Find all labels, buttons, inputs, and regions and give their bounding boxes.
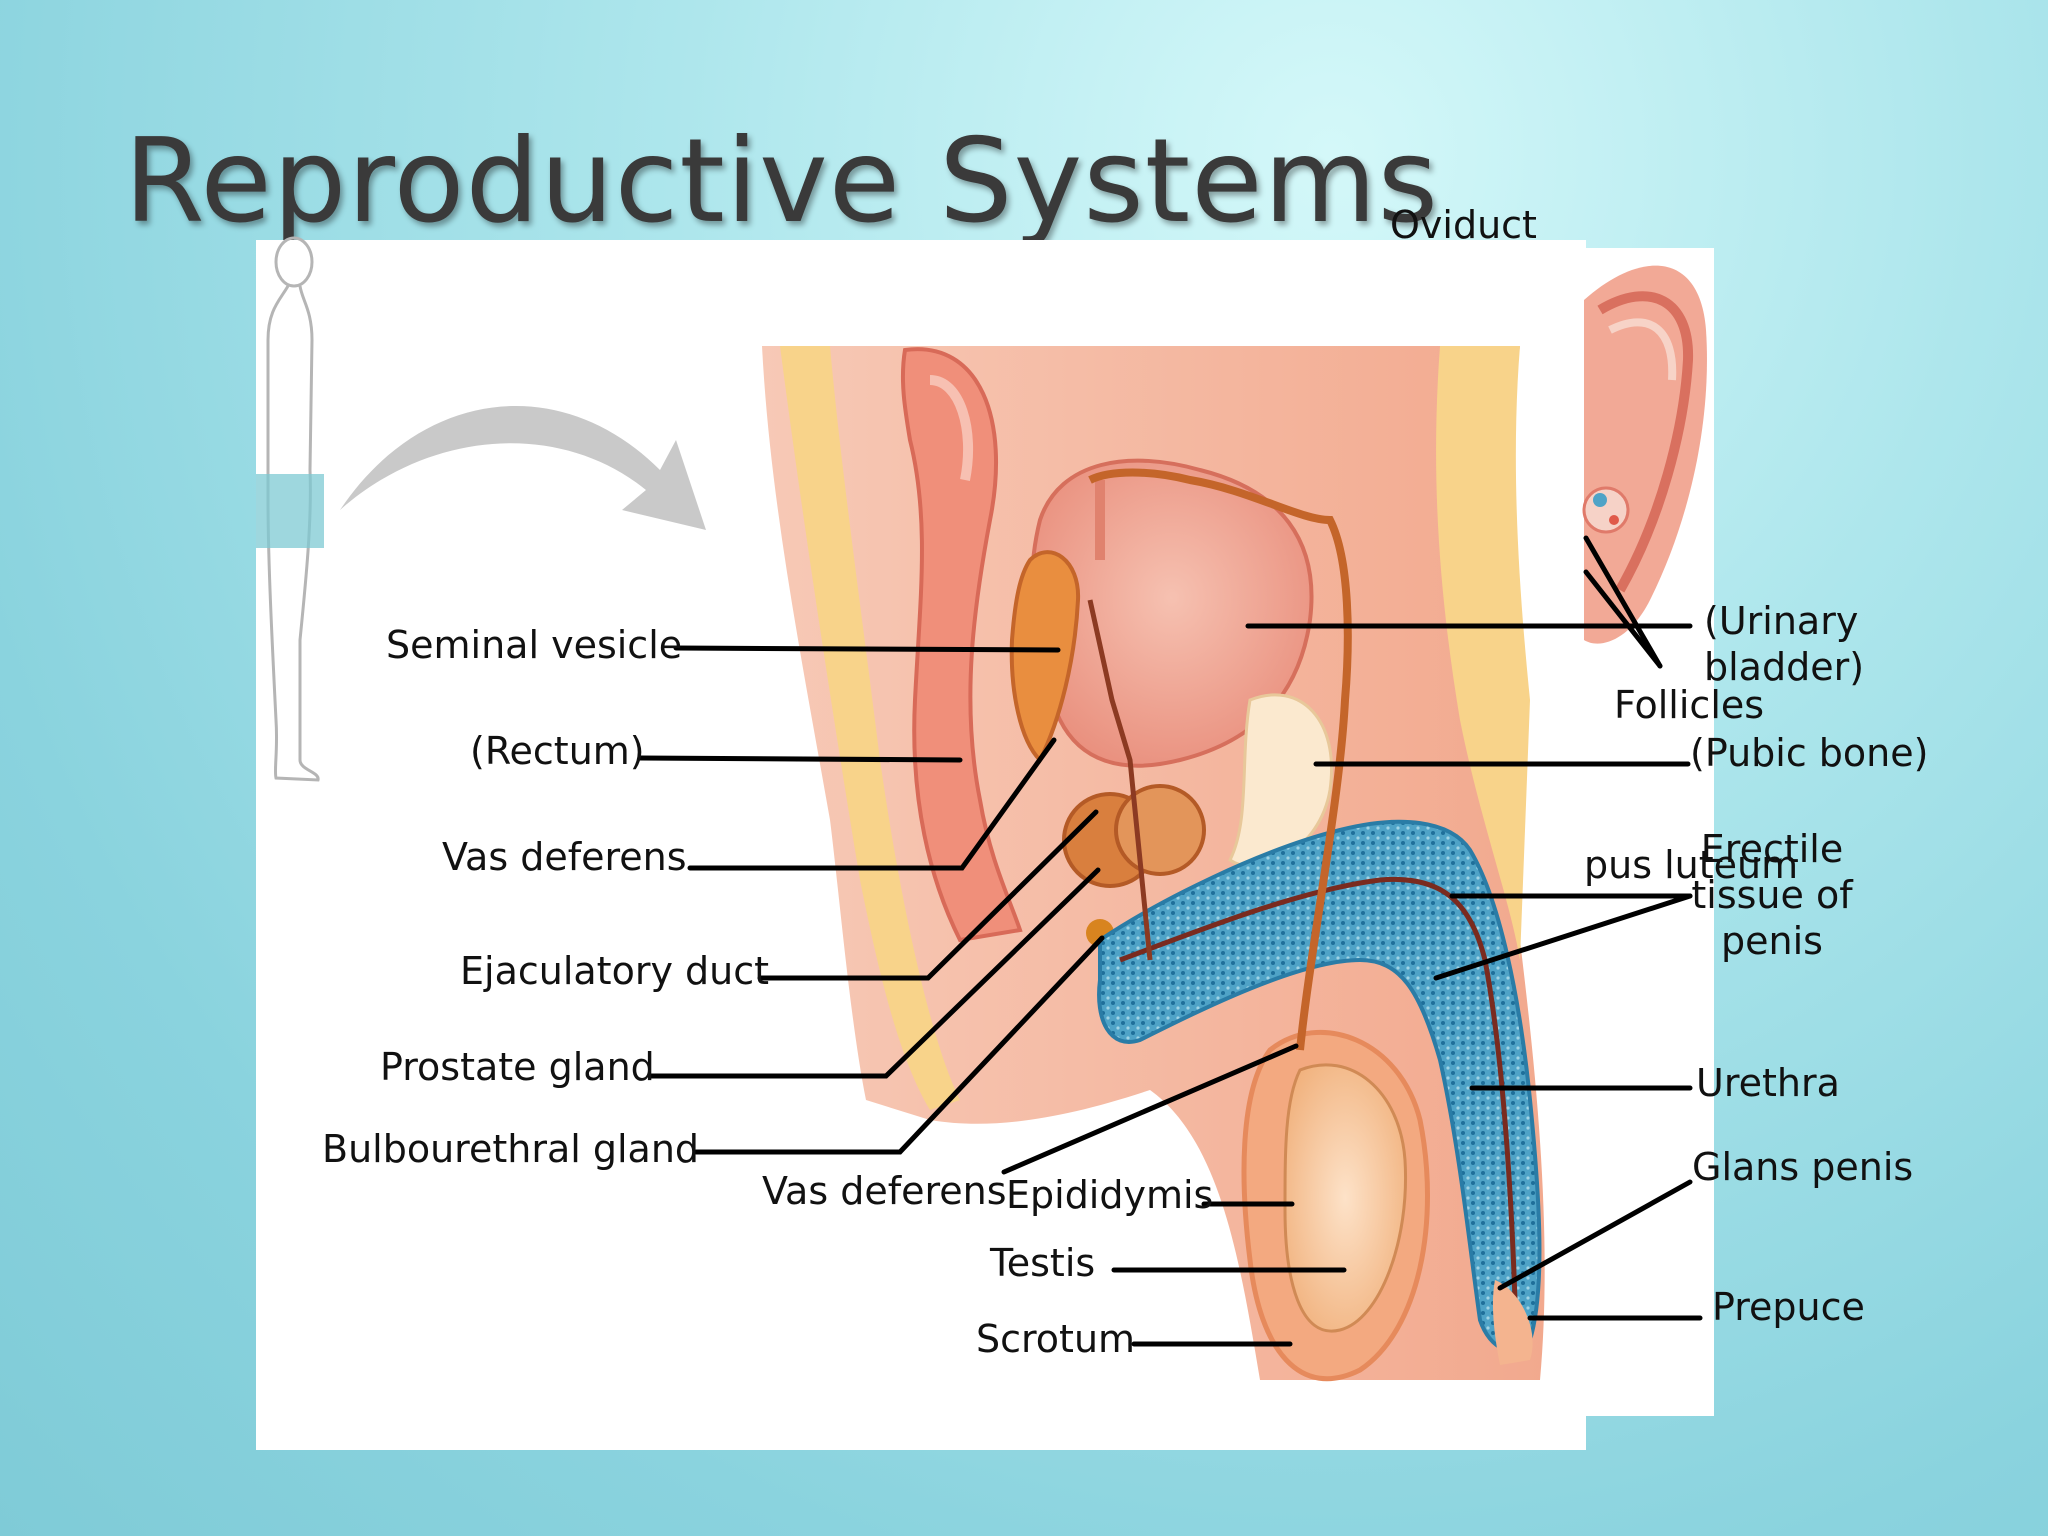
label-urethra: Urethra xyxy=(1696,1061,1840,1105)
label-rectum: (Rectum) xyxy=(470,729,645,773)
zoom-arrow-icon xyxy=(340,405,706,530)
label-epididymis: Epididymis xyxy=(1006,1173,1214,1217)
label-scrotum: Scrotum xyxy=(976,1317,1136,1361)
label-bulbourethral-gland: Bulbourethral gland xyxy=(322,1127,700,1171)
label-vas-deferens-lower: Vas deferens xyxy=(762,1169,1007,1213)
label-testis: Testis xyxy=(990,1241,1096,1285)
male-cross-section xyxy=(762,346,1545,1382)
label-pubic-bone: (Pubic bone) xyxy=(1690,731,1929,775)
region-highlight xyxy=(256,474,324,548)
label-follicles: Follicles xyxy=(1614,683,1765,727)
label-seminal-vesicle: Seminal vesicle xyxy=(386,623,683,667)
label-vas-deferens-upper: Vas deferens xyxy=(442,835,687,879)
label-prostate-gland: Prostate gland xyxy=(380,1045,655,1089)
label-corpus-luteum: pus luteum xyxy=(1584,843,1799,887)
label-glans-penis: Glans penis xyxy=(1692,1145,1914,1189)
label-prepuce: Prepuce xyxy=(1712,1285,1865,1329)
label-urinary-bladder: (Urinary bladder) xyxy=(1704,599,1865,689)
label-oviduct: Oviduct xyxy=(1390,203,1537,247)
leader-lines xyxy=(637,535,1703,1347)
label-ejaculatory-duct: Ejaculatory duct xyxy=(460,949,770,993)
slide-title: Reproductive Systems xyxy=(124,114,1440,249)
label-erectile-tissue: Erectile tissue of penis xyxy=(1691,827,1853,963)
female-anatomy-fragment xyxy=(1582,265,1707,644)
